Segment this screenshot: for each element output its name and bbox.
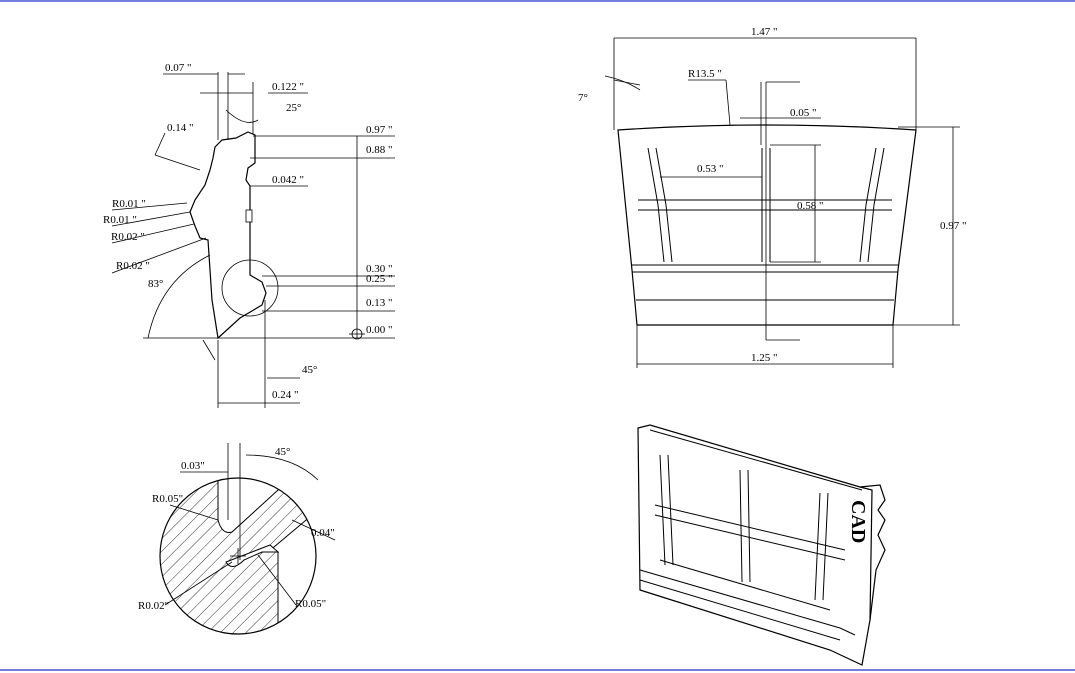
dim-0.122: 0.122 " xyxy=(272,81,304,93)
dim-0.97-height: 0.97 " xyxy=(366,124,393,136)
angle-7: 7° xyxy=(578,92,588,104)
radius-0.02-detail: R0.02" xyxy=(138,600,169,612)
dim-0.07: 0.07 " xyxy=(165,62,192,74)
angle-25: 25° xyxy=(286,102,301,114)
iso-logo-text: CAD xyxy=(847,500,869,543)
front-outline xyxy=(617,124,917,326)
angle-45-detail: 45° xyxy=(275,446,290,458)
radius-0.05-a: R0.05" xyxy=(152,493,183,505)
detail-boundary-circle xyxy=(159,477,317,635)
section-view xyxy=(111,72,395,408)
section-dimension-labels: 0.07 " 0.122 " 25° 0.14 " 0.97 " 0.88 " … xyxy=(103,62,393,401)
dim-0.30: 0.30 " xyxy=(366,263,393,275)
detail-dimension-labels: 0.03" 45° R0.05" 0.04" R0.02" R0.05" xyxy=(138,446,335,612)
radius-0.01-b: R0.01 " xyxy=(103,214,137,226)
iso-front-face xyxy=(637,424,873,666)
dim-0.58: 0.58 " xyxy=(797,200,824,212)
radius-0.01-a: R0.01 " xyxy=(112,198,146,210)
dim-0.14: 0.14 " xyxy=(167,122,194,134)
radius-0.02-b: R0.02 " xyxy=(116,260,150,272)
dim-0.25: 0.25 " xyxy=(366,273,393,285)
dim-0.97-front: 0.97 " xyxy=(940,220,967,232)
dim-0.88: 0.88 " xyxy=(366,144,393,156)
radius-0.05-b: R0.05" xyxy=(295,598,326,610)
dim-0.05: 0.05 " xyxy=(790,107,817,119)
front-dimension-labels: 1.47 " R13.5 " 7° 0.05 " 0.53 " 0.58 " 0… xyxy=(578,26,967,364)
detail-view xyxy=(159,443,336,635)
dim-1.25: 1.25 " xyxy=(751,352,778,364)
angle-83: 83° xyxy=(148,278,163,290)
dim-0.24: 0.24 " xyxy=(272,389,299,401)
section-slot xyxy=(245,209,253,223)
radius-0.02-a: R0.02 " xyxy=(111,231,145,243)
front-view xyxy=(604,37,960,368)
dim-0.03: 0.03" xyxy=(181,460,205,472)
section-profile xyxy=(189,131,267,340)
detail-callout-circle xyxy=(221,259,279,317)
dim-0.53: 0.53 " xyxy=(697,163,724,175)
dim-0.042: 0.042 " xyxy=(272,174,304,186)
isometric-view: CAD xyxy=(637,424,886,666)
radius-13.5: R13.5 " xyxy=(688,68,722,80)
dim-1.47: 1.47 " xyxy=(751,26,778,38)
dim-0.13: 0.13 " xyxy=(366,297,393,309)
dim-0.00: 0.00 " xyxy=(366,324,393,336)
dim-0.04: 0.04" xyxy=(311,527,335,539)
angle-45-section: 45° xyxy=(302,364,317,376)
